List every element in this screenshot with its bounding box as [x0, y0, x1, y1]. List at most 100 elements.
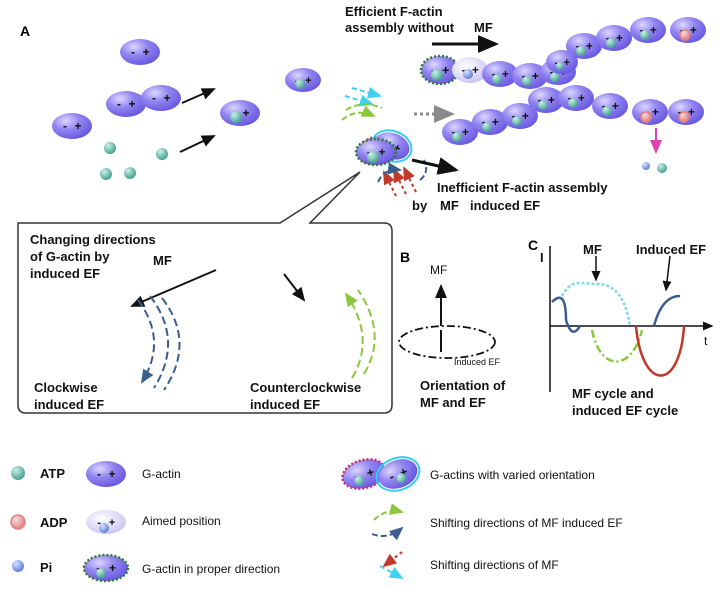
panel-c-mf: MF: [583, 242, 602, 257]
aimed-position-icon: -+: [452, 57, 488, 83]
svg-text:-: -: [678, 106, 682, 119]
svg-text:+: +: [442, 63, 449, 77]
atp-circle-icon: [576, 46, 586, 56]
panel-c-caption-line2: induced EF cycle: [572, 403, 678, 418]
pi-circle-icon: [99, 523, 109, 533]
atp-circle-icon: [396, 473, 407, 484]
atp-circle-icon: [452, 132, 462, 142]
ef-curve-red: [634, 325, 686, 377]
legend-pi-icon: [12, 560, 24, 572]
svg-text:+: +: [586, 40, 593, 53]
svg-text:+: +: [502, 68, 509, 81]
counter-label-line1: Counterclockwise: [250, 380, 361, 395]
mf-ef-shift-arrows-bottom: [377, 159, 428, 197]
legend-shift-mf-label: Shifting directions of MF: [430, 558, 559, 572]
atp-circle-icon: [657, 163, 667, 173]
panel-b-orientation: [398, 284, 496, 359]
svg-text:+: +: [564, 57, 570, 69]
atp-circle-icon: [482, 122, 492, 132]
panel-b-caption-line2: MF and EF: [420, 395, 486, 410]
legend: ATP G-actin ADP Aimed position Pi G-acti…: [40, 466, 623, 579]
atp-circle-icon: [538, 100, 548, 110]
svg-text:+: +: [379, 146, 386, 159]
svg-text:-: -: [492, 68, 496, 81]
inefficient-arrow-icon: [411, 157, 459, 175]
g-actin-icon: -+: [592, 93, 628, 119]
pi-circle-icon: [463, 69, 473, 79]
svg-text:+: +: [652, 106, 659, 119]
atp-circle-icon: [550, 72, 560, 82]
svg-text:+: +: [109, 468, 116, 481]
g-actin-icon: -+: [558, 85, 594, 111]
atp-circle-icon: [512, 116, 522, 126]
svg-text:+: +: [305, 75, 311, 87]
g-actin-icon: -+: [141, 85, 181, 111]
g-actin-icon: -+: [632, 99, 668, 125]
adp-circle-icon: [679, 29, 691, 41]
g-actin-icon: -+: [354, 137, 398, 167]
svg-text:+: +: [164, 92, 171, 105]
efficient-label-line1: Efficient F-actin: [345, 4, 443, 19]
panel-b-caption-line1: Orientation of: [420, 378, 506, 393]
callout-title-line3: induced EF: [30, 266, 100, 281]
panel-b-mf: MF: [430, 263, 447, 277]
inefficient-label-by: by: [412, 198, 428, 213]
svg-text:-: -: [97, 468, 101, 481]
g-actin-icon: -+: [442, 119, 478, 145]
atp-circle-icon: [100, 168, 112, 180]
legend-g-actin-icon: -+: [86, 461, 126, 487]
legend-atp-icon: [11, 466, 25, 480]
atp-circle-icon: [156, 148, 168, 160]
legend-pi-label: Pi: [40, 560, 52, 575]
clockwise-label-line2: induced EF: [34, 397, 104, 412]
arrow-icon: [181, 88, 216, 104]
callout-title-mf: MF: [153, 253, 172, 268]
svg-text:+: +: [650, 24, 657, 37]
g-actin-icon: -+: [512, 63, 548, 89]
legend-varied-cyan-icon: -+: [375, 456, 421, 492]
legend-mf-arrow-icon: [379, 551, 404, 579]
g-actin-icon: -+: [668, 99, 704, 125]
panel-c-induced-ef: Induced EF: [636, 242, 706, 257]
svg-text:+: +: [578, 92, 585, 105]
atp-circle-icon: [606, 38, 616, 48]
panel-c-cycle: [549, 246, 714, 392]
legend-aimed-icon: -+: [86, 510, 126, 534]
svg-text:+: +: [75, 120, 82, 133]
g-actin-icon: -+: [596, 25, 632, 51]
clockwise-label-line1: Clockwise: [34, 380, 98, 395]
atp-circle-icon: [492, 74, 502, 84]
panel-b-induced-ef: Induced EF: [454, 357, 501, 367]
arrow-icon: [130, 269, 217, 307]
ef-curve-green: [590, 329, 644, 363]
legend-aimed-label: Aimed position: [142, 514, 221, 528]
svg-text:+: +: [532, 70, 539, 83]
callout-box: [17, 171, 393, 414]
legend-ef-arrow-icon: [371, 503, 404, 541]
panel-c-x-label: t: [704, 334, 708, 348]
g-actin-icon: -+: [546, 50, 578, 74]
arrow-icon: [283, 273, 306, 302]
svg-text:-: -: [387, 469, 396, 484]
g-actin-icon: -+: [670, 17, 706, 43]
g-actin-icon: -+: [566, 33, 602, 59]
efficient-label-line2: assembly without: [345, 20, 455, 35]
adp-circle-icon: [640, 111, 652, 123]
svg-text:+: +: [688, 106, 695, 119]
efficient-label-mf: MF: [474, 20, 493, 35]
g-actin-icon: -+: [630, 17, 666, 43]
svg-text:-: -: [538, 94, 542, 107]
svg-text:+: +: [109, 562, 116, 575]
svg-text:-: -: [97, 517, 101, 529]
atp-circle-icon: [295, 79, 305, 89]
atp-circle-icon: [602, 106, 612, 116]
atp-circle-icon: [556, 62, 564, 70]
svg-text:-: -: [152, 92, 156, 105]
g-actin-icon: -+: [502, 103, 538, 129]
atp-circle-icon: [230, 111, 242, 123]
panel-label-a: A: [20, 23, 30, 39]
svg-text:+: +: [143, 46, 150, 59]
svg-text:+: +: [109, 517, 115, 529]
svg-text:+: +: [616, 32, 623, 45]
